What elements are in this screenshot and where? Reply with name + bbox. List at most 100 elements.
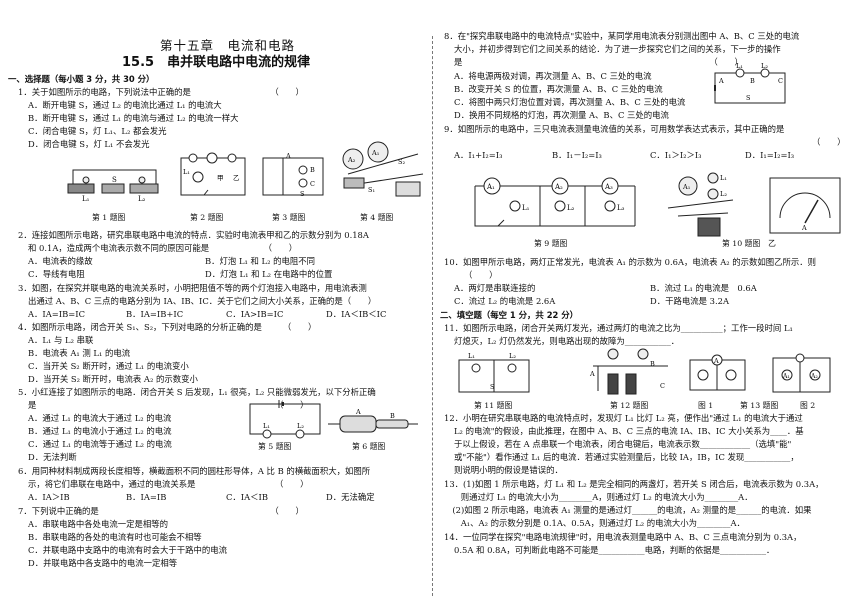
fig10-jia-circuit: A₁ L₁ L₂ bbox=[667, 172, 734, 237]
q10-line2: （ ） bbox=[464, 270, 498, 280]
q9-option-b: B．I₁－I₂=I₃ bbox=[552, 150, 602, 160]
fig8-label-a: A bbox=[718, 77, 724, 85]
q12-line5: 则说明小明的假设是错误的． bbox=[454, 465, 563, 475]
q7-stem: 7．下列说中正确的是 （ ） bbox=[18, 506, 304, 516]
q2-line1: 2．连接如图所示电路，研究串联电路中电流的特点．实验时电流表甲和乙的示数分别为 … bbox=[18, 230, 369, 240]
q10-option-d: D．干路电流是 3.2A bbox=[650, 296, 729, 306]
q3-option-c: C．IA>IB=IC bbox=[226, 309, 284, 319]
q10-option-b: B．流过 L₁ 的电流是 0.6A bbox=[650, 283, 757, 293]
q3-option-d: D．IA＜IB＜IC bbox=[326, 309, 387, 319]
fig12-label-a: A bbox=[589, 370, 595, 378]
fig11-label-l2: L₂ bbox=[509, 352, 516, 360]
fig8-label-c: C bbox=[778, 77, 783, 85]
q11-line2: 灯熄灭，L₂ 灯仍然发光，则电路出现的故障为___________． bbox=[454, 336, 680, 346]
fig13-circuits: A A₁ A₂ bbox=[689, 353, 831, 393]
q1-option-b: B．断开电键 S，通过 L₁ 的电流与通过 L₂ 的电流一样大 bbox=[28, 113, 239, 123]
fig6-label-b: B bbox=[390, 412, 395, 420]
q3-line2: 出通过 A、B、C 三点的电路分别为 IA、IB、IC．关于它们之间大小关系，正… bbox=[28, 296, 377, 306]
q10-option-a: A．两灯是串联连接的 bbox=[454, 283, 536, 293]
q4-option-c: C．当开关 S₂ 断开时，通过 L₁ 的电流变小 bbox=[28, 361, 189, 371]
fig2-label-l1: L₁ bbox=[183, 168, 190, 176]
fig13-label-tu2: 图 2 bbox=[800, 401, 816, 410]
fig10-label-a1: A₁ bbox=[682, 183, 691, 191]
fig5-label-l2: L₂ bbox=[297, 422, 304, 430]
q1-stem: 1．关于如图所示的电路，下列说法中正确的是 （ ） bbox=[18, 87, 304, 97]
fig2-label-jia: 甲 bbox=[217, 174, 224, 182]
fig9-label-l2: L₂ bbox=[567, 204, 575, 212]
fig12-label-b: B bbox=[650, 360, 655, 368]
fig4-label-s2: S₂ bbox=[398, 158, 405, 166]
q2-option-c: C．导线有电阻 bbox=[28, 269, 85, 279]
q13-line4: A₁、A₂ 的示数分别是 0.1A、0.5A，则通过灯 L₂ 的电流大小为___… bbox=[444, 518, 745, 528]
fig9-circuit: A₁ A₂ A₃ L₁ L₂ L₃ bbox=[474, 177, 636, 227]
q8-line2: 大小，并初步得到它们之间关系的结论．为了进一步探究它们之间的关系，下一步的操作 bbox=[454, 44, 781, 54]
fig10-caption: 第 10 题图 乙 bbox=[722, 239, 776, 248]
fig10-label-l1: L₁ bbox=[720, 174, 727, 182]
fig3-caption: 第 3 题图 bbox=[272, 213, 306, 222]
fig3-label-a: A bbox=[285, 152, 291, 160]
q2-option-a: A．电流表的缘故 bbox=[28, 256, 93, 266]
fig8-label-b: B bbox=[750, 77, 755, 85]
q6-option-c: C．IA＜IB bbox=[226, 492, 268, 502]
fig4-label-a2: A₂ bbox=[347, 156, 356, 164]
q8-option-c: C．将图中两只灯泡位置对调，再次测量 A、B、C 三处的电流 bbox=[454, 97, 686, 107]
fig13-label-tu1: 图 1 bbox=[698, 401, 714, 410]
q6-line1: 6．用同种材料制成两段长度相等，横截面积不同的圆柱形导体，A 比 B 的横截面积… bbox=[18, 466, 371, 476]
fig12-caption: 第 12 题图 bbox=[610, 401, 649, 410]
q1-option-d: D．闭合电键 S，灯 L₁ 不会发光 bbox=[28, 139, 150, 149]
q9-line2: （ ） bbox=[812, 137, 846, 147]
fig10-yi-ammeter: A bbox=[769, 177, 841, 234]
fig10-label-l2: L₂ bbox=[720, 190, 727, 198]
q13-line1: 13．(1)如图 1 所示电路，灯 L₁ 和 L₂ 是完全相同的两盏灯，若开关 … bbox=[444, 479, 824, 489]
q13-line2: 则通过灯 L₁ 的电流大小为________A，则通过灯 L₂ 的电流大小为__… bbox=[444, 492, 753, 502]
q7-option-c: C．并联电路中支路中的电流有时会大于干路中的电流 bbox=[28, 545, 228, 555]
fig13-label-a: A bbox=[713, 357, 719, 365]
q5-option-a: A．通过 L₁ 的电流大于通过 L₂ 的电流 bbox=[28, 413, 172, 423]
fig9-label-a2: A₂ bbox=[554, 183, 563, 191]
q2-option-d: D．灯泡 L₁ 和 L₂ 在电路中的位置 bbox=[205, 269, 333, 279]
section-title: 15.5 串并联电路中电流的规律 bbox=[122, 55, 311, 70]
fig13-label-a1: A₁ bbox=[782, 373, 790, 380]
q11-line1: 11．如图所示电路，闭合开关两灯发光，通过两灯的电流之比为__________；… bbox=[444, 323, 793, 333]
q6-option-b: B．IA=IB bbox=[126, 492, 167, 502]
fig3-label-s: S bbox=[300, 190, 304, 198]
fig4-caption: 第 4 题图 bbox=[360, 213, 394, 222]
fig4-label-s1: S₁ bbox=[368, 186, 375, 194]
fig9-label-l1: L₁ bbox=[522, 204, 530, 212]
q6-line2: 示，将它们串联在电路中，通过的电流关系是 （ ） bbox=[28, 479, 309, 489]
q9-option-a: A．I₁+I₂=I₃ bbox=[454, 150, 503, 160]
fig4-circuit: A₁ A₂ S₂ S₁ bbox=[342, 141, 424, 197]
q6-option-d: D．无法确定 bbox=[326, 492, 375, 502]
q13-line3: (2)如图 2 所示电路，电流表 A₁ 测量的是通过灯______的电流，A₂ … bbox=[444, 505, 812, 515]
fig8-label-s: S bbox=[746, 94, 750, 102]
fig8-label-l2: L₂ bbox=[761, 62, 768, 70]
fig5-caption: 第 5 题图 bbox=[258, 442, 292, 451]
fig6-conductor: A B bbox=[328, 408, 418, 433]
q10-line1: 10．如图甲所示电路，两灯正常发光，电流表 A₁ 的示数为 0.6A，电流表 A… bbox=[444, 257, 817, 267]
q12-line4: 或"不能"）看作通过 L₁ 后的电流．若通过实验测量后，比较 IA，IB，IC … bbox=[454, 452, 799, 462]
q7-option-b: B．串联电路的各处的电流有时也可能会不相等 bbox=[28, 532, 202, 542]
fig11-label-s: S bbox=[490, 383, 494, 391]
fig10-label-a: A bbox=[801, 224, 807, 232]
q9-line1: 9．如图所示的电路中，三只电流表测量电流值的关系，可用数学表达式表示，其中正确的… bbox=[444, 124, 785, 134]
q2-line2: 和 0.1A，造成两个电流表示数不同的原因可能是 （ ） bbox=[28, 243, 298, 253]
q8-line1: 8．在"探究串联电路中的电流特点"实验中，某同学用电流表分别测出图中 A、B、C… bbox=[444, 31, 800, 41]
fig11-label-l1: L₁ bbox=[468, 352, 475, 360]
fig9-caption: 第 9 题图 bbox=[534, 239, 568, 248]
fig3-circuit: A B C S bbox=[262, 152, 324, 198]
q5-option-c: C．通过 L₁ 的电流等于通过 L₂ 的电流 bbox=[28, 439, 172, 449]
fig4-label-a1: A₁ bbox=[371, 149, 380, 157]
q12-line1: 12．小明在研究串联电路的电流特点时，发现灯 L₁ 比灯 L₂ 亮，便作出"通过… bbox=[444, 413, 803, 423]
fig11-circuit: L₁ L₂ S bbox=[458, 352, 530, 393]
fig5-label-l1: L₁ bbox=[263, 422, 270, 430]
q4-stem: 4．如图所示电路，闭合开关 S₁、S₂，下列对电路的分析正确的是 （ ） bbox=[18, 322, 317, 332]
q3-option-a: A．IA=IB=IC bbox=[28, 309, 85, 319]
q5-line2: 是 （ ） bbox=[28, 400, 309, 410]
q3-option-b: B．IA=IB+IC bbox=[126, 309, 184, 319]
q5-line1: 5．小红连接了如图所示的电路．闭合开关 S 后发现，L₁ 很亮，L₂ 只能微弱发… bbox=[18, 387, 376, 397]
q2-option-b: B．灯泡 L₁ 和 L₂ 的电阻不同 bbox=[205, 256, 316, 266]
q7-option-d: D．并联电路中各支路中的电流一定相等 bbox=[28, 558, 178, 568]
fig6-caption: 第 6 题图 bbox=[352, 442, 386, 451]
fig2-label-yi: 乙 bbox=[233, 174, 240, 182]
